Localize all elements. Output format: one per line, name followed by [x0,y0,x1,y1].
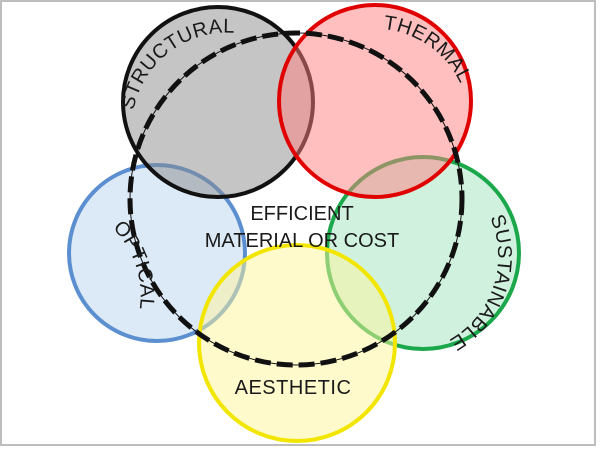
center-thin-circle [129,32,463,366]
label-aesthetic-text: AESTHETIC [235,377,351,399]
center-label-line2: MATERIAL OR COST [205,230,399,252]
label-aesthetic: AESTHETIC [235,377,352,399]
center-label-line1: EFFICIENT [250,203,353,225]
circle-thermal [277,3,473,199]
circle-aesthetic [197,243,397,443]
